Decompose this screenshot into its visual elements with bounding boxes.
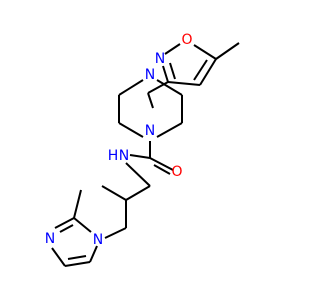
- atom-imidazole-nitrogen-1: N: [93, 232, 103, 248]
- bond-pip-cr2-to-nbottom: [156, 122, 183, 138]
- bond-imid-n3-c4: [51, 247, 66, 267]
- atom-piperazine-nitrogen-top: N: [145, 67, 155, 83]
- bond-imid-n1-c2: [73, 217, 92, 233]
- atom-isoxazole-nitrogen: N: [155, 51, 165, 67]
- bond-pip-cl-to-ntop: [118, 79, 144, 96]
- bond-ch2-ch: [125, 185, 151, 201]
- atom-isoxazole-oxygen: O: [181, 32, 192, 48]
- bond-imid-c2-n3-double: [59, 224, 74, 233]
- bond-isoxazole-n-c3-double: [169, 62, 176, 80]
- bond-carbonyl-c-nh: [129, 154, 151, 159]
- bond-imid-c2-methyl: [73, 189, 82, 219]
- bond-pip-nbottom-to-cl2: [118, 122, 144, 138]
- bond-carbonyl-c-o-double: [153, 164, 171, 175]
- atom-amide-nitrogen: N: [119, 148, 129, 164]
- atom-piperazine-nitrogen-bottom: N: [145, 123, 155, 139]
- bond-ch2b-imidazole-n1: [104, 227, 127, 239]
- bond-isoxazole-n-c3: [162, 65, 169, 83]
- atom-amide-oxygen: O: [171, 164, 182, 180]
- bond-isoxazole-c5-o: [193, 44, 217, 60]
- bond-imid-c4-c5-double: [67, 255, 87, 260]
- bond-imid-c5-n1: [89, 245, 98, 263]
- bond-imid-c2-n3: [54, 217, 75, 229]
- atom-labels: O N N N O N H N N: [45, 32, 193, 248]
- bond-nh-ch2: [125, 162, 151, 187]
- bond-carbonyl-c-o: [149, 157, 174, 171]
- bond-isoxazole-c4-c5: [199, 58, 217, 86]
- bond-isoxazole-c3-c4: [167, 81, 201, 86]
- bond-imid-c4-c5: [64, 261, 91, 267]
- bond-pip-n-top-to-cr: [156, 79, 183, 96]
- bonds: [51, 42, 240, 267]
- chemical-structure-diagram: O N N N O N H N N: [45, 32, 240, 267]
- bond-isoxazole-o-n: [164, 43, 181, 55]
- bond-ch2-n4: [147, 92, 154, 109]
- bond-isoxazole-methyl: [215, 42, 240, 60]
- atom-imidazole-nitrogen-3: N: [45, 231, 55, 247]
- bond-isoxazole-c4-c5-double: [193, 59, 208, 81]
- bond-ch-methyl: [101, 185, 127, 201]
- atom-amide-hydrogen: H: [108, 148, 119, 164]
